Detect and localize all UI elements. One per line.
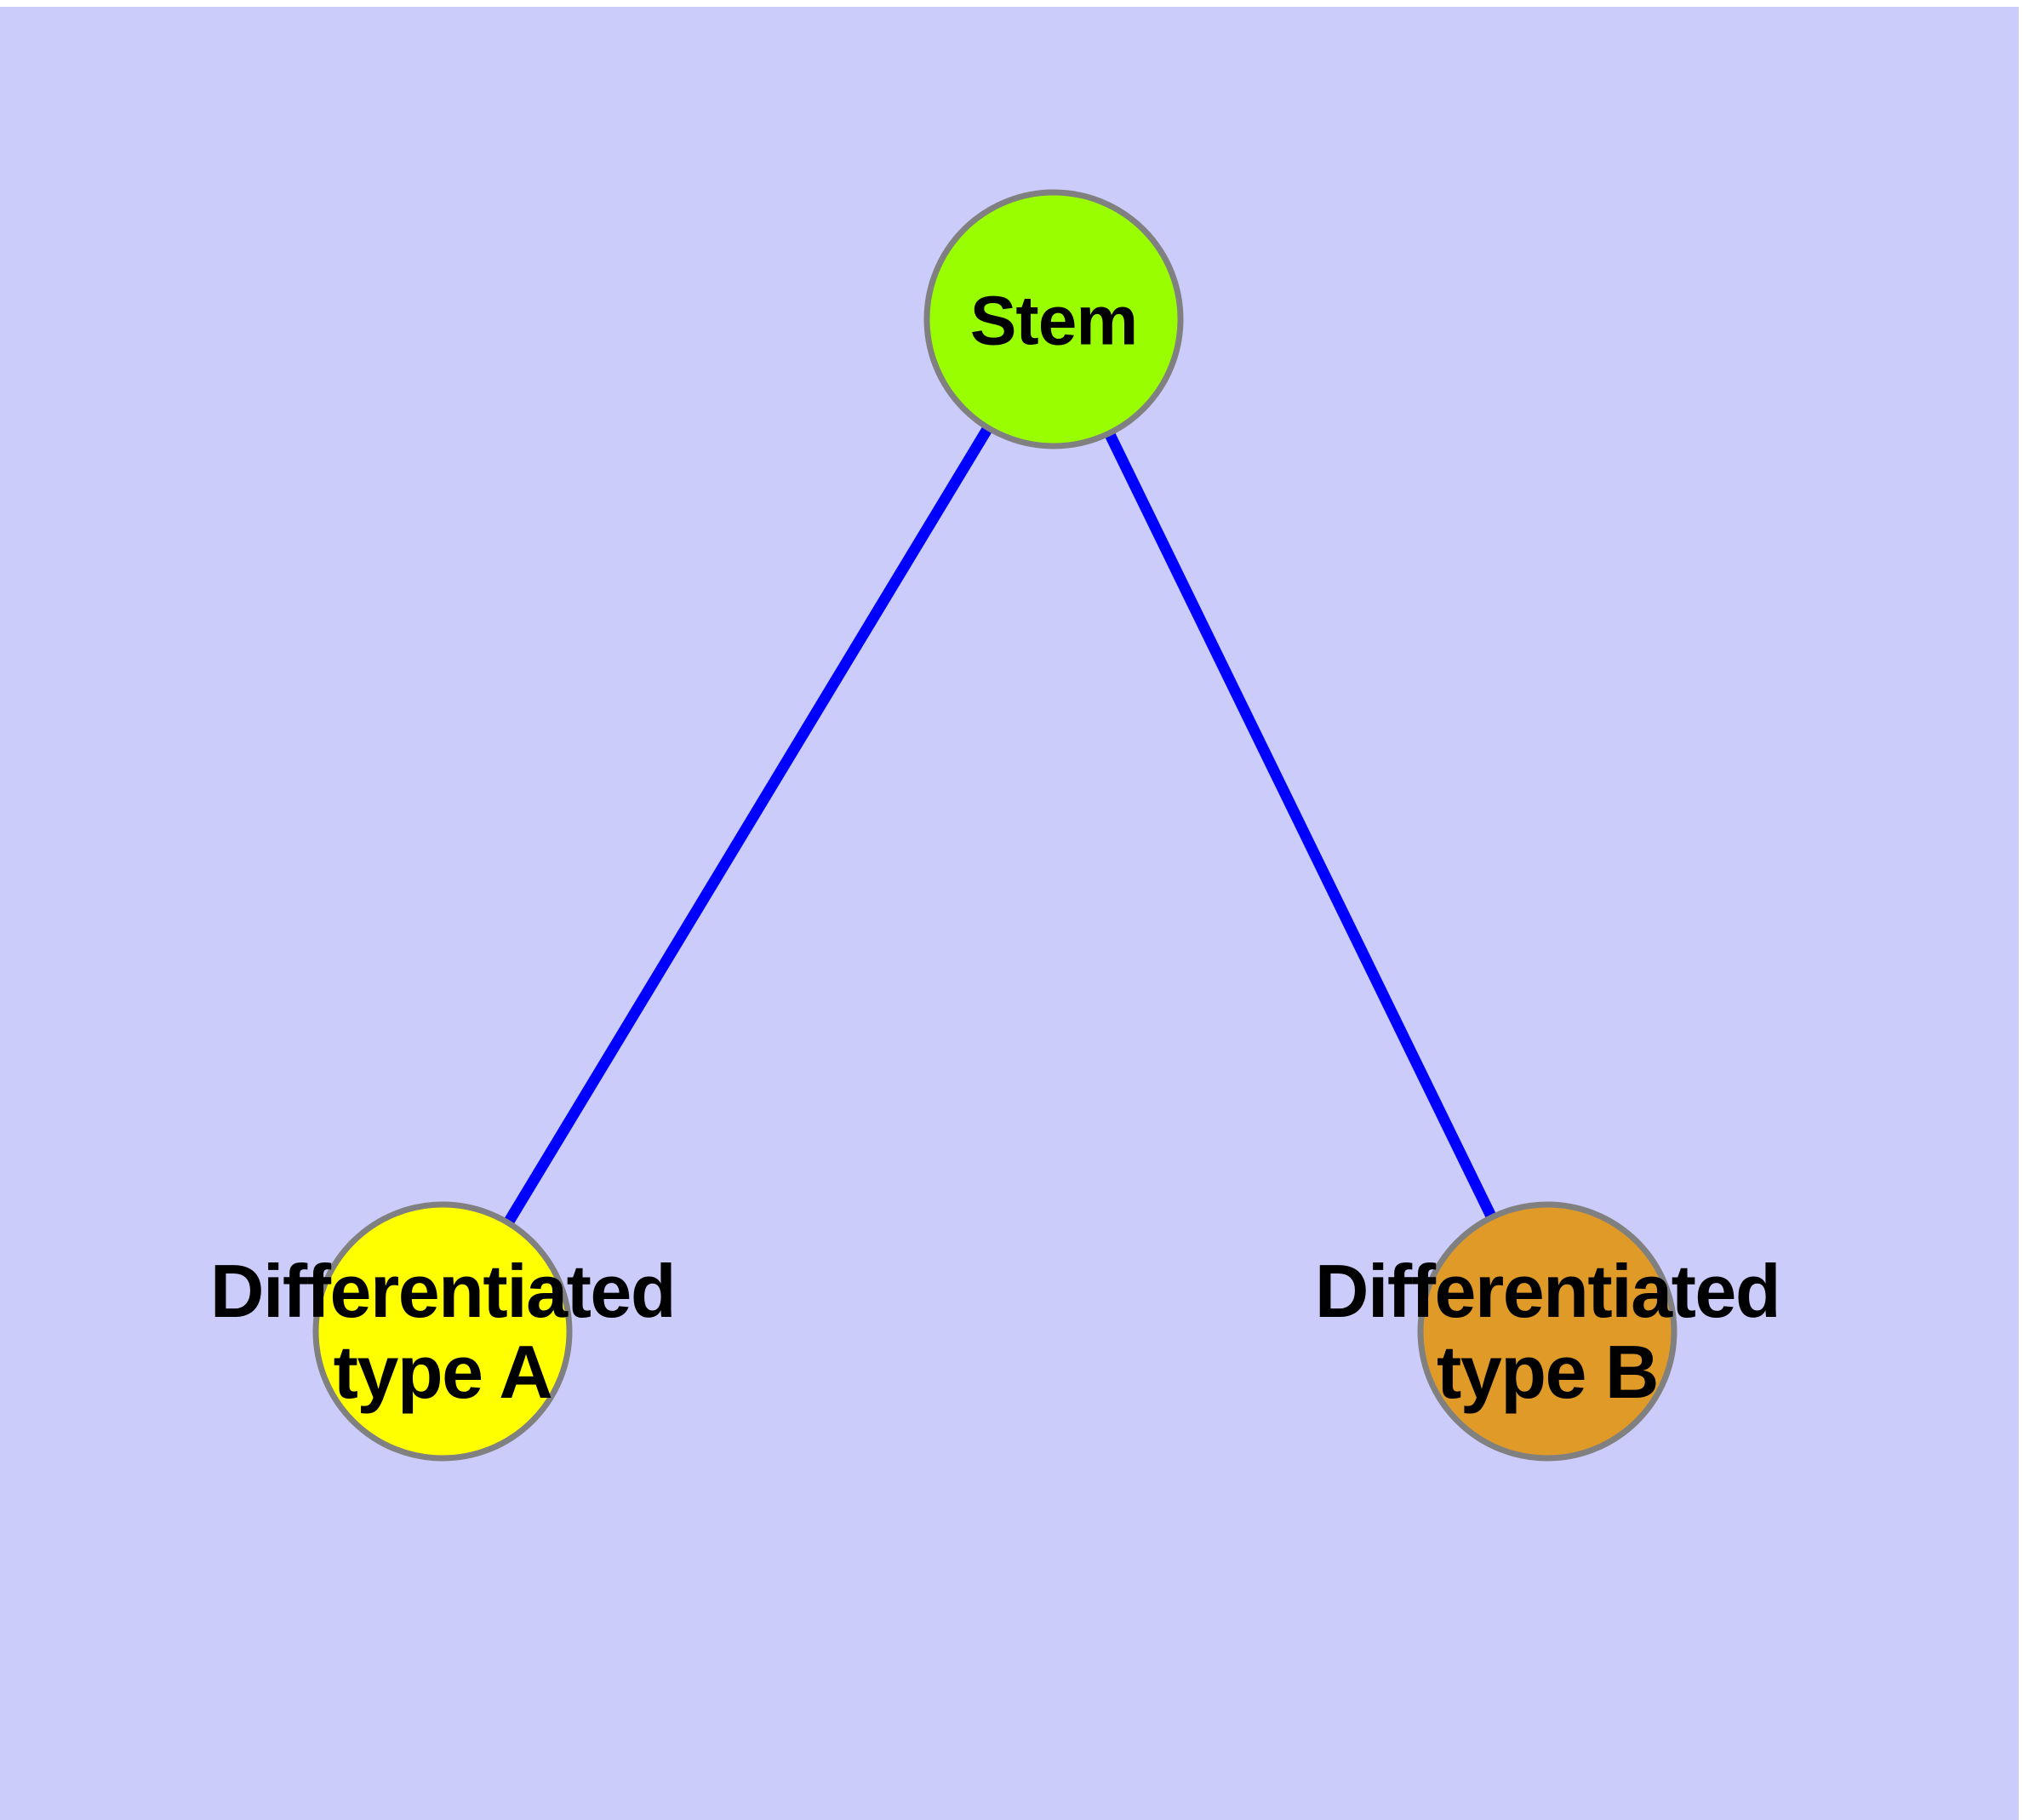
graph-svg [312, 189, 1677, 1462]
edge-stem-to-differentiated-type-b [1049, 317, 1552, 1334]
node-layer [312, 189, 1677, 1462]
diagram-canvas: Stem Differentiated type A Differentiate… [0, 7, 2019, 1820]
edge-stem-to-differentiated-type-a [437, 316, 1059, 1335]
edge-layer [437, 316, 1552, 1335]
node-differentiated-type-b[interactable] [1417, 1201, 1677, 1462]
node-differentiated-type-a[interactable] [312, 1201, 573, 1462]
node-stem[interactable] [923, 189, 1184, 449]
